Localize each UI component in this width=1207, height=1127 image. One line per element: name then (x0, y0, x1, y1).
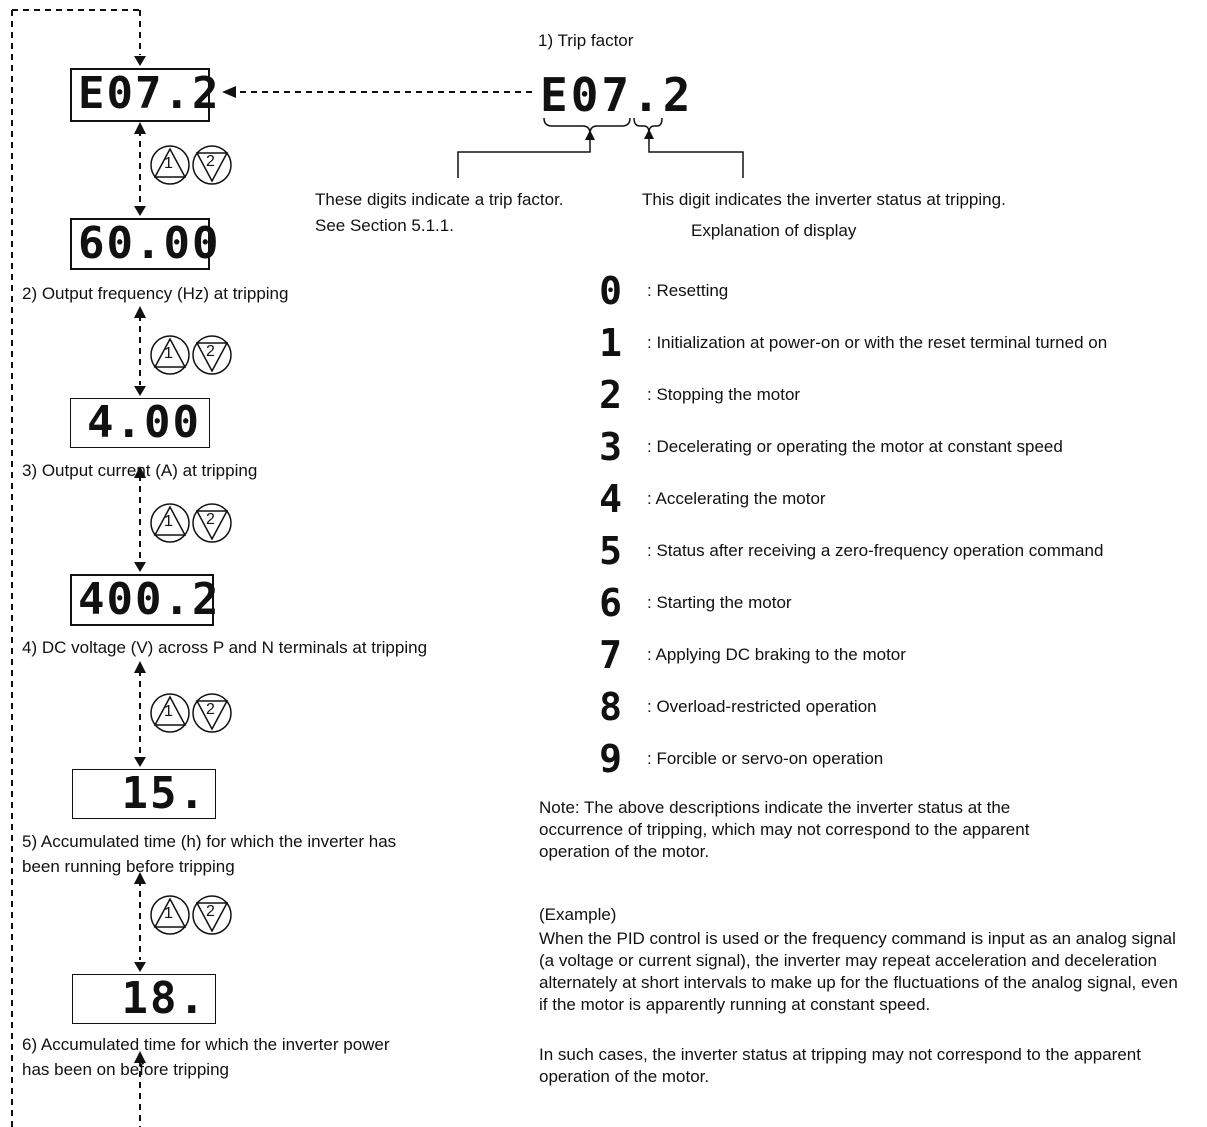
status-digit: 8 (599, 685, 622, 729)
status-digit: 7 (599, 633, 622, 677)
caption-running-time: 5) Accumulated time (h) for which the in… (22, 832, 397, 851)
explanation-heading: Explanation of display (691, 221, 857, 240)
example-heading: (Example) (539, 905, 617, 924)
status-text: : Initialization at power-on or with the… (647, 333, 1108, 352)
lcd-power-on-time: 18. (72, 974, 216, 1024)
example-body: When the PID control is used or the freq… (539, 929, 1178, 1014)
status-digit: 9 (599, 737, 622, 781)
status-text: : Applying DC braking to the motor (647, 645, 906, 664)
down-key-label: 2 (206, 153, 215, 170)
down-key-label: 2 (206, 701, 215, 718)
status-digit: 3 (599, 425, 622, 469)
up-key-label: 1 (164, 905, 173, 922)
up-key-label: 1 (164, 513, 173, 530)
status-digit: 4 (599, 477, 622, 521)
up-key-label: 1 (164, 155, 173, 172)
status-text: : Accelerating the motor (647, 489, 826, 508)
key-pairs (150, 145, 232, 935)
status-text: : Starting the motor (647, 593, 792, 612)
lcd-output-current: 4.00 (70, 398, 210, 448)
status-text: : Stopping the motor (647, 385, 801, 404)
trip-digits-note: These digits indicate a trip factor. (315, 190, 564, 209)
status-digit: 5 (599, 529, 622, 573)
status-text: : Resetting (647, 281, 729, 300)
trip-digits-section-ref: See Section 5.1.1. (315, 216, 454, 235)
status-digit: 1 (599, 321, 622, 365)
lcd-running-time: 15. (72, 769, 216, 819)
caption-running-time-line2: been running before tripping (22, 857, 235, 876)
status-digit: 6 (599, 581, 622, 625)
caption-output-current: 3) Output current (A) at tripping (22, 461, 258, 480)
status-text: : Overload-restricted operation (647, 697, 877, 716)
caption-power-on-time: 6) Accumulated time for which the invert… (22, 1035, 390, 1054)
status-digit: 0 (599, 269, 622, 313)
status-text: : Decelerating or operating the motor at… (647, 437, 1063, 456)
up-key-label: 1 (164, 345, 173, 362)
status-digit-note: This digit indicates the inverter status… (642, 190, 1006, 209)
down-key-label: 2 (206, 343, 215, 360)
lcd-trip-code: E07.2 (70, 68, 218, 122)
caption-power-on-time-line2: has been on before tripping (22, 1060, 229, 1079)
up-key-label: 1 (164, 703, 173, 720)
down-key-label: 2 (206, 511, 215, 528)
trip-factor-code: E07.2 (540, 68, 694, 122)
status-text: : Forcible or servo-on operation (647, 749, 884, 768)
down-key-label: 2 (206, 903, 215, 920)
lcd-output-frequency: 60.00 (70, 218, 218, 270)
note-paragraph: Note: The above descriptions indicate th… (539, 798, 1030, 861)
status-text: : Status after receiving a zero-frequenc… (647, 541, 1104, 560)
lcd-dc-voltage: 400.2 (70, 574, 218, 626)
caption-dc-voltage: 4) DC voltage (V) across P and N termina… (22, 638, 428, 657)
status-digit: 2 (599, 373, 622, 417)
trip-factor-heading: 1) Trip factor (538, 31, 634, 50)
example-body-2: In such cases, the inverter status at tr… (539, 1045, 1141, 1086)
caption-output-frequency: 2) Output frequency (Hz) at tripping (22, 284, 289, 303)
